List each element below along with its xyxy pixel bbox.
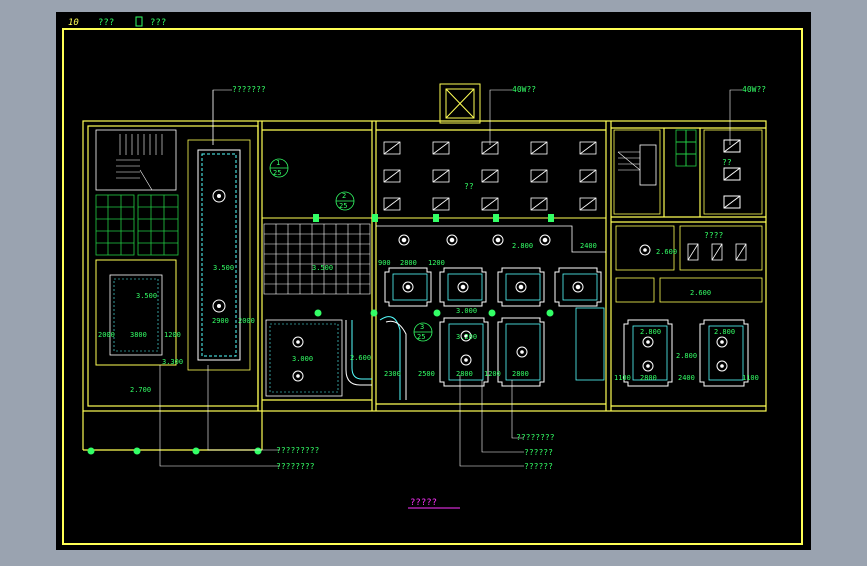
header-marker-icon [135, 16, 143, 27]
elev-2600-a: 2.600 [350, 354, 371, 362]
elev-3500-c: 3.500 [312, 264, 333, 272]
square-coffers [384, 267, 602, 307]
dim-1200-a: 1200 [164, 331, 181, 339]
right-block [613, 129, 763, 387]
label-top-left: ??????? [232, 85, 266, 94]
tall-coffers [439, 307, 605, 387]
dim-2500: 2500 [418, 370, 435, 378]
leader-lines [159, 89, 742, 467]
dim-2200: 2400 [678, 374, 695, 382]
office-lights [383, 141, 597, 211]
dim-1100-a: 1100 [614, 374, 631, 382]
drawing-title: ????? [410, 498, 437, 508]
dim-1200-c: 1200 [428, 259, 445, 267]
elevator-shaft [439, 83, 481, 124]
layer-label: 10 [68, 18, 79, 28]
label-top-mid: 40W?? [512, 85, 536, 94]
stair-block [95, 129, 177, 191]
elev-3000: 3.000 [292, 355, 313, 363]
left-room [95, 259, 177, 366]
elev-2600-c: 2.600 [690, 289, 711, 297]
grid-ceiling-left [95, 194, 179, 256]
label-bottom-3: ???????? [516, 433, 555, 442]
dim-3800: 3800 [130, 331, 147, 339]
drawing-frame [62, 28, 803, 545]
dim-900: 900 [378, 259, 391, 267]
model-space [56, 12, 811, 550]
elev-3500-b: 3.500 [136, 292, 157, 300]
dim-2000-a: 2000 [98, 331, 115, 339]
elev-3000-b: 3.000 [456, 307, 477, 315]
label-top-right: 40W?? [742, 85, 766, 94]
column-markers [313, 214, 554, 222]
dim-2900: 2900 [212, 317, 229, 325]
elev-2800-a: 2.800 [512, 242, 533, 250]
dim-2300: 2300 [384, 370, 401, 378]
dim-2800-d: 2800 [640, 374, 657, 382]
label-bottom-5: ?????? [524, 462, 553, 471]
callout-1-number: 1 [276, 159, 280, 167]
callout-3-sheet: 25 [417, 333, 425, 341]
label-room-b: ?? [722, 158, 732, 167]
callout-1-sheet: 25 [273, 169, 281, 177]
lobby-grid [263, 223, 371, 295]
elev-2800-d: 2.800 [676, 352, 697, 360]
dim-1100-b: 1100 [742, 374, 759, 382]
corridor-trough [187, 139, 251, 371]
section-callouts [269, 158, 433, 342]
grid-markers [87, 309, 554, 455]
callout-2-number: 2 [342, 192, 346, 200]
elev-2800-b: 2.800 [640, 328, 661, 336]
dim-2800-c: 2800 [400, 259, 417, 267]
label-bottom-1: ????????? [276, 446, 320, 455]
dim-2000-b: 2000 [238, 317, 255, 325]
dim-2800-b: 2800 [512, 370, 529, 378]
callout-2-sheet: 25 [339, 202, 347, 210]
elev-3200: 3.200 [456, 333, 477, 341]
callout-3-number: 3 [420, 323, 424, 331]
header-title-c: ??? [150, 18, 166, 28]
elev-3300: 3.300 [162, 358, 183, 366]
lower-lobby [265, 316, 407, 400]
corridor-downlights [398, 234, 551, 246]
dim-2400: 2400 [580, 242, 597, 250]
label-room-c: ???? [704, 231, 723, 240]
header-title-a: ??? [98, 18, 114, 28]
dim-1200-b: 1200 [484, 370, 501, 378]
label-bottom-4: ?????? [524, 448, 553, 457]
elev-2600-b: 2.600 [656, 248, 677, 256]
label-bottom-2: ???????? [276, 462, 315, 471]
elev-3500-a: 3.500 [213, 264, 234, 272]
elev-2800-c: 2.800 [714, 328, 735, 336]
outer-walls [82, 120, 767, 451]
elev-2700: 2.700 [130, 386, 151, 394]
dim-2800-a: 2800 [456, 370, 473, 378]
label-room-a: ?? [464, 182, 474, 191]
